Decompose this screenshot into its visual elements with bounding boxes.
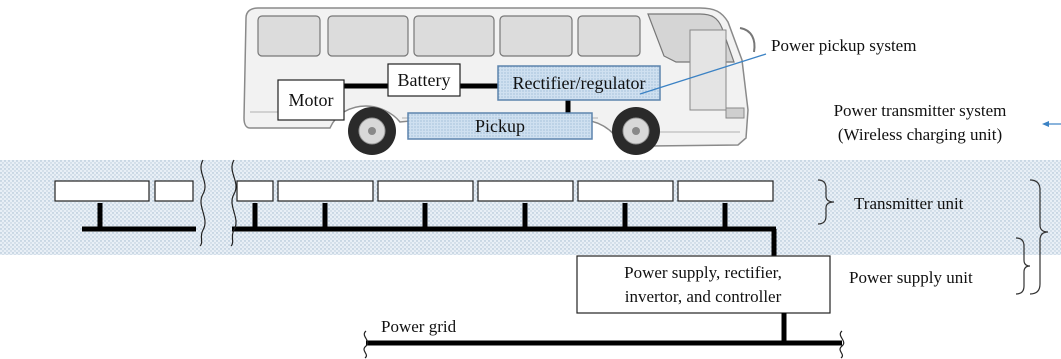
transmitter-coil xyxy=(477,180,574,202)
motor-box: Motor xyxy=(277,79,345,121)
transmitter-unit-label: Transmitter unit xyxy=(854,194,964,213)
bus-illustration xyxy=(243,7,756,155)
wireless-charging-unit-label: (Wireless charging unit) xyxy=(838,125,1002,144)
transmitter-coil xyxy=(577,180,674,202)
motor-label: Motor xyxy=(289,90,334,110)
power-supply-box: Power supply, rectifier, invertor, and c… xyxy=(576,255,831,314)
rear-wheel xyxy=(348,107,396,155)
transmitter-coil xyxy=(677,180,774,202)
power-grid-break-marks xyxy=(363,330,845,359)
pickup-box: Pickup xyxy=(407,112,593,140)
battery-box: Battery xyxy=(387,63,461,97)
transmitter-system-arrow xyxy=(1042,121,1061,127)
rectifier-regulator-label: Rectifier/regulator xyxy=(513,73,646,93)
transmitter-wiring xyxy=(82,203,777,256)
front-wheel xyxy=(612,107,660,155)
transmitter-system-brace xyxy=(1029,179,1049,295)
transmitter-coil xyxy=(54,180,150,202)
power-grid-label: Power grid xyxy=(381,317,457,336)
pickup-system-leader-line xyxy=(639,53,767,95)
power-supply-unit-label: Power supply unit xyxy=(849,268,973,287)
power-pickup-system-label: Power pickup system xyxy=(771,36,916,55)
pickup-label: Pickup xyxy=(475,116,525,136)
power-grid-wiring xyxy=(366,313,842,346)
rectifier-regulator-box: Rectifier/regulator xyxy=(497,65,661,101)
transmitter-coil xyxy=(277,180,374,202)
transmitter-coil xyxy=(154,180,194,202)
break-marks xyxy=(199,159,237,247)
transmitter-coils xyxy=(54,180,774,202)
power-supply-line1: Power supply, rectifier, xyxy=(624,263,782,282)
transmitter-coil xyxy=(377,180,474,202)
battery-label: Battery xyxy=(398,70,451,90)
power-transmitter-system-label: Power transmitter system xyxy=(834,101,1007,120)
power-supply-line2: invertor, and controller xyxy=(625,287,782,306)
ground-area xyxy=(0,160,1061,255)
transmitter-unit-brace xyxy=(817,179,835,225)
power-supply-unit-brace xyxy=(1015,237,1031,295)
transmitter-coil xyxy=(236,180,274,202)
